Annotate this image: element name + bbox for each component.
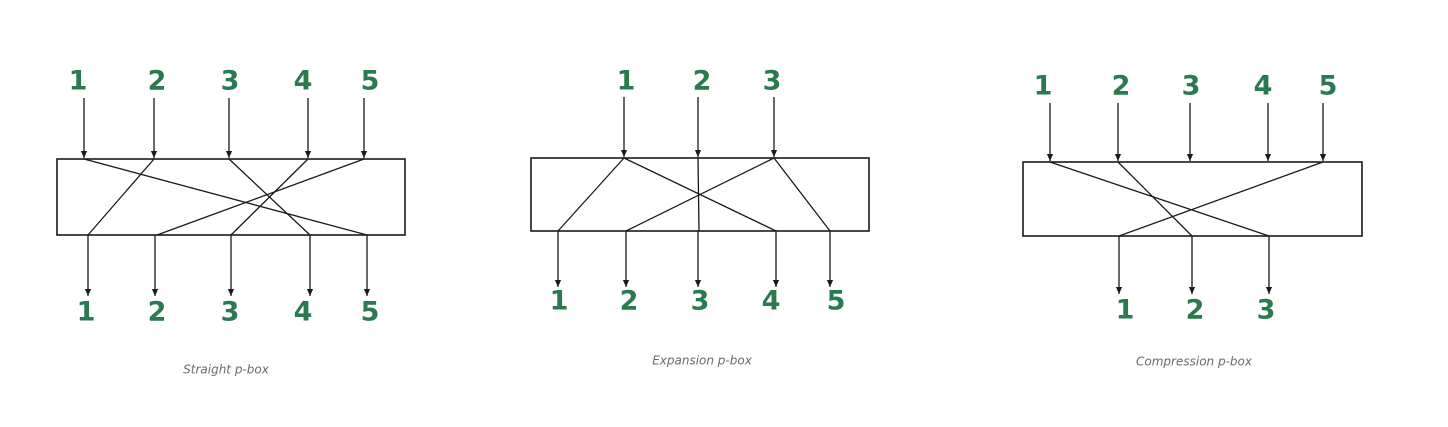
compression-output-label: 2 [1186, 295, 1205, 326]
expansion-caption: Expansion p-box [652, 354, 753, 368]
straight-output-label: 3 [221, 297, 240, 328]
expansion-wire [625, 157, 775, 232]
straight-input-label: 1 [69, 66, 88, 97]
expansion-wire [773, 157, 831, 232]
compression-caption: Compression p-box [1136, 355, 1253, 369]
straight-input-label: 2 [148, 66, 167, 97]
expansion-output-label: 5 [827, 286, 846, 317]
compression-input-label: 4 [1254, 71, 1273, 102]
expansion-output-label: 3 [691, 286, 710, 317]
straight-input-label: 3 [221, 66, 240, 97]
expansion-output-label: 4 [762, 286, 781, 317]
compression-wire [1118, 161, 1324, 237]
expansion-wire [557, 157, 625, 232]
expansion-input-label: 2 [693, 66, 712, 97]
compression-input-label: 1 [1034, 71, 1053, 102]
straight-wire [156, 158, 365, 236]
compression-wire [1049, 161, 1270, 237]
expansion-output-label: 1 [550, 286, 569, 317]
straight-output-label: 5 [361, 297, 380, 328]
expansion-output-label: 2 [620, 286, 639, 317]
straight-wire [83, 158, 368, 236]
straight-input-label: 4 [294, 66, 313, 97]
compression-box [1022, 161, 1363, 237]
straight-wire [87, 158, 155, 236]
expansion-input-label: 1 [617, 66, 636, 97]
compression-output-label: 1 [1116, 295, 1135, 326]
straight-output-label: 4 [294, 297, 313, 328]
expansion-box [530, 157, 870, 232]
straight-caption: Straight p-box [183, 363, 270, 377]
expansion-wire [697, 157, 700, 232]
straight-output-label: 2 [148, 297, 167, 328]
straight-input-label: 5 [361, 66, 380, 97]
compression-input-label: 5 [1319, 71, 1338, 102]
compression-input-label: 2 [1112, 71, 1131, 102]
straight-box [56, 158, 406, 236]
compression-wire [1117, 161, 1193, 237]
compression-input-label: 3 [1182, 71, 1201, 102]
expansion-input-label: 3 [763, 66, 782, 97]
straight-wire [230, 158, 309, 236]
straight-output-label: 1 [77, 297, 96, 328]
compression-output-label: 3 [1257, 295, 1276, 326]
